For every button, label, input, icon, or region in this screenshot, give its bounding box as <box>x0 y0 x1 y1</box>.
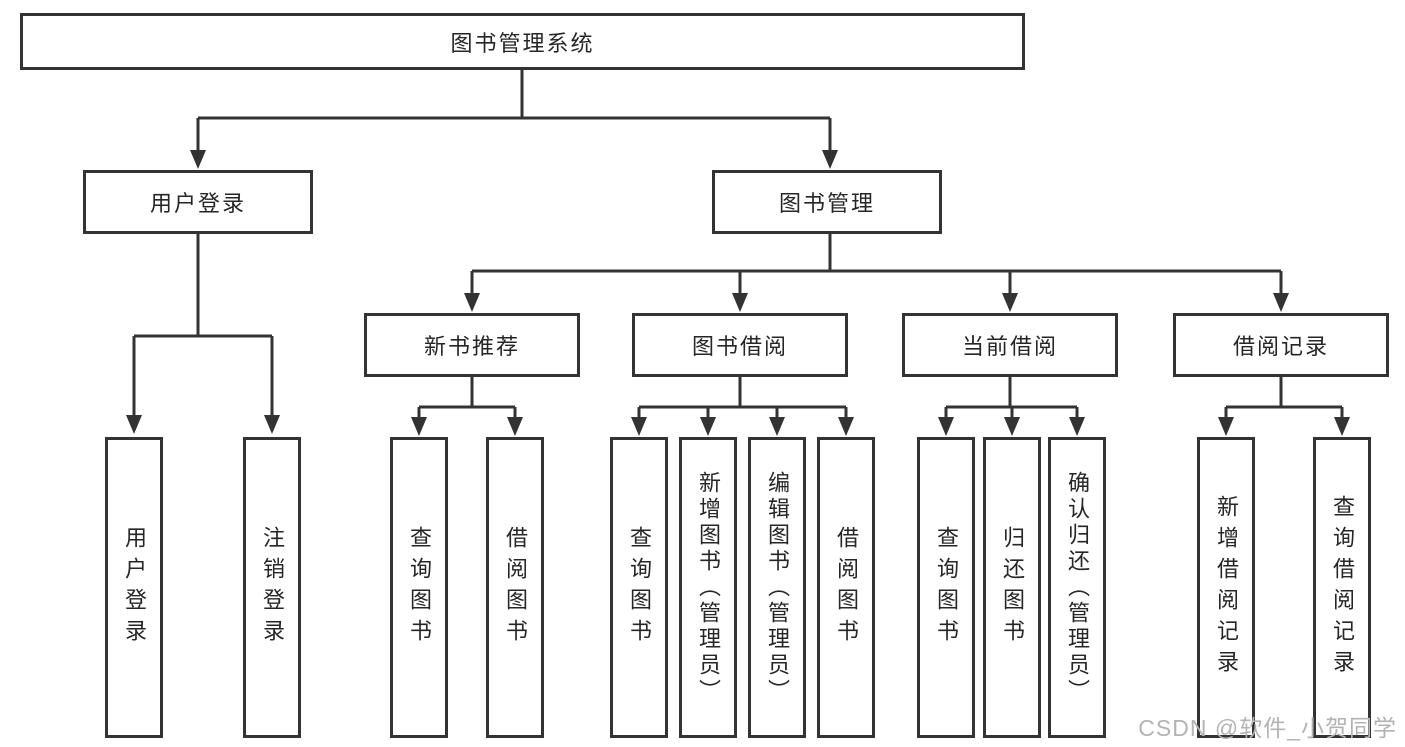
leaf-confirm-return-admin: 确认归还（管理员） <box>1048 437 1106 738</box>
leaf-query-books: 查询图书 <box>390 437 448 738</box>
leaf-add-borrow-record: 新增借阅记录 <box>1197 437 1255 738</box>
leaf-logout: 注销登录 <box>243 437 301 738</box>
node-book-management: 图书管理 <box>712 170 942 234</box>
leaf-edit-books-admin: 编辑图书（管理员） <box>748 437 806 738</box>
leaf-add-books-admin: 新增图书（管理员） <box>679 437 737 738</box>
leaf-query-books: 查询图书 <box>610 437 668 738</box>
node-library-management-system: 图书管理系统 <box>20 13 1025 70</box>
arrowheads <box>126 150 1350 436</box>
node-borrowing-records: 借阅记录 <box>1173 313 1389 377</box>
leaf-borrow-books: 借阅图书 <box>817 437 875 738</box>
csdn-watermark: CSDN @软件_小贺同学 <box>1138 715 1397 741</box>
leaf-return-books: 归还图书 <box>983 437 1041 738</box>
leaf-query-borrow-record: 查询借阅记录 <box>1313 437 1371 738</box>
leaf-borrow-books: 借阅图书 <box>486 437 544 738</box>
leaf-query-books: 查询图书 <box>917 437 975 738</box>
node-new-book-recommendation: 新书推荐 <box>364 313 580 377</box>
leaf-user-login: 用户登录 <box>105 437 163 738</box>
node-book-borrowing: 图书借阅 <box>632 313 848 377</box>
node-current-borrowing: 当前借阅 <box>902 313 1118 377</box>
node-user-login: 用户登录 <box>83 170 313 234</box>
